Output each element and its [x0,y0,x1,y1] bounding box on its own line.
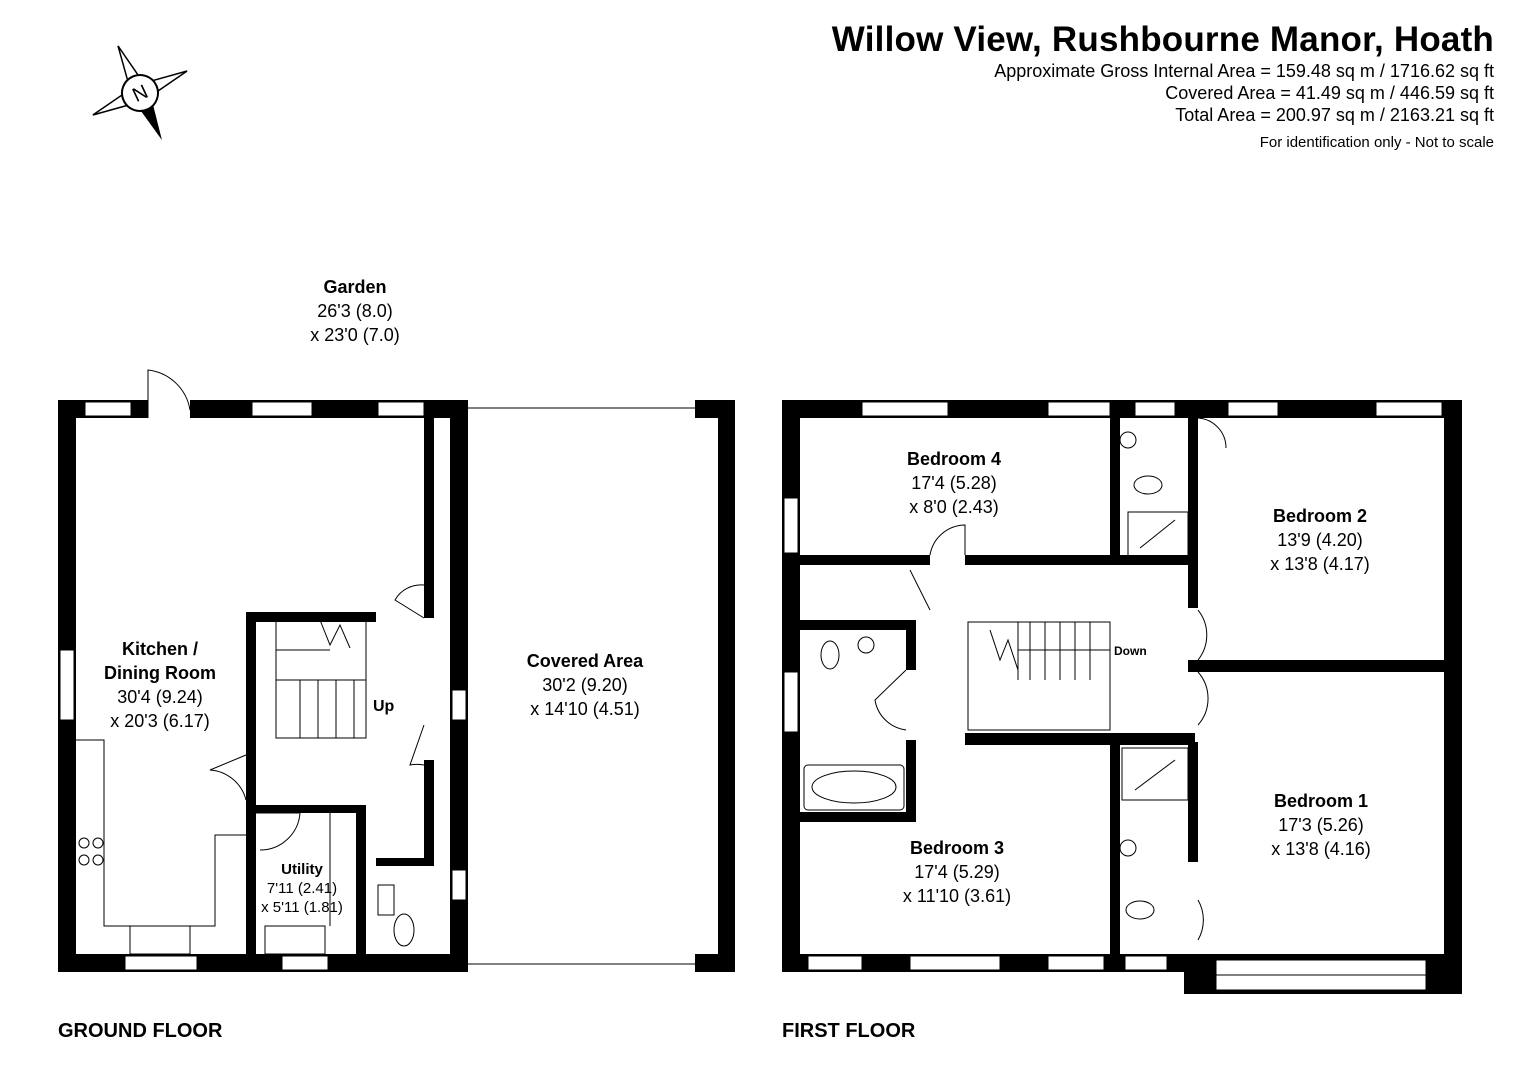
ground-floor-label: GROUND FLOOR [58,1020,223,1042]
room-covered-area: Covered Area 30'2 (9.20) x 14'10 (4.51) [526,651,644,719]
stairs-up-label: Up [373,698,395,715]
covered-area-total: Covered Area = 41.49 sq m / 446.59 sq ft [1165,83,1494,103]
first-floor-walls [782,400,1462,994]
property-title: Willow View, Rushbourne Manor, Hoath [831,20,1494,59]
room-bedroom1: Bedroom 1 17'3 (5.26) x 13'8 (4.16) [1271,791,1371,859]
room-garden: Garden 26'3 (8.0) x 23'0 (7.0) [310,277,400,345]
header: Willow View, Rushbourne Manor, Hoath App… [832,20,1494,151]
stairs-down-label: Down [1114,644,1147,658]
room-bedroom4: Bedroom 4 17'4 (5.28) x 8'0 (2.43) [906,449,1002,517]
total-area: Total Area = 200.97 sq m / 2163.21 sq ft [1175,105,1494,125]
gross-internal-area: Approximate Gross Internal Area = 159.48… [994,61,1494,81]
room-bedroom3: Bedroom 3 17'4 (5.29) x 11'10 (3.61) [902,838,1012,906]
first-floor-label: FIRST FLOOR [782,1020,916,1042]
room-kitchen: Kitchen / Dining Room 30'4 (9.24) x 20'3… [104,639,216,731]
scale-note: For identification only - Not to scale [1259,134,1494,151]
room-bedroom2: Bedroom 2 13'9 (4.20) x 13'8 (4.17) [1270,506,1370,574]
room-utility: Utility 7'11 (2.41) x 5'11 (1.81) [261,861,343,916]
